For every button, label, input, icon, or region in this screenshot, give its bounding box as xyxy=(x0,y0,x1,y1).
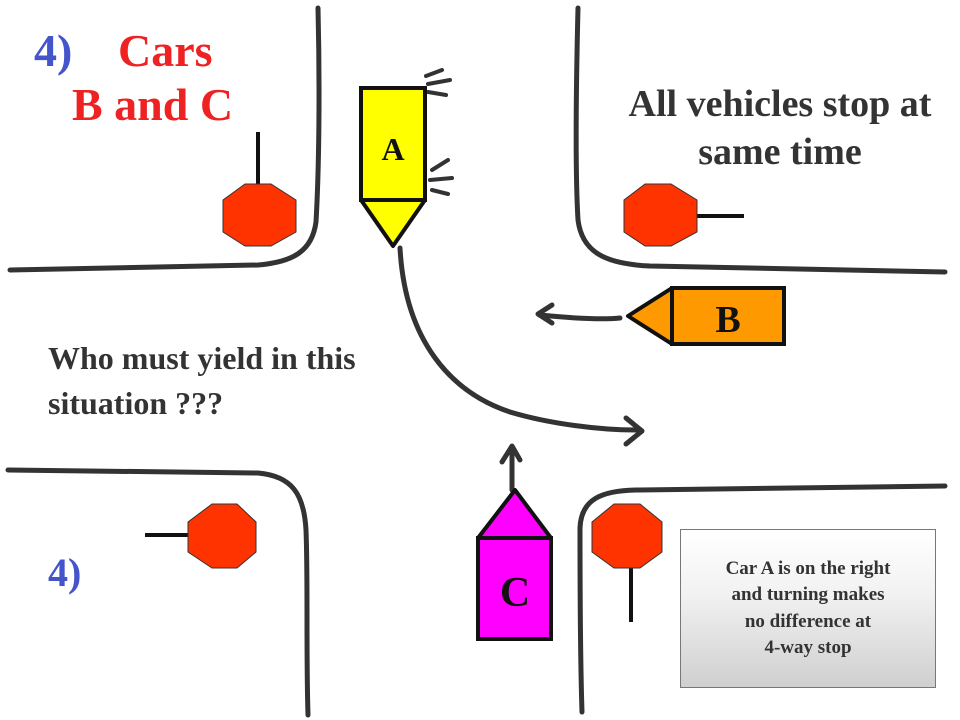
situation-text: All vehicles stop at same time xyxy=(628,83,932,174)
curb-bottom-left xyxy=(5,467,311,718)
answer-cars-label: Cars xyxy=(118,25,213,76)
answer-cars-b-and-c: B and C xyxy=(72,79,234,130)
car-b-arrowhead xyxy=(535,302,555,326)
stop-sign-top-left xyxy=(222,132,297,247)
answer-number: 4) xyxy=(34,25,73,76)
motion-marks xyxy=(424,68,454,196)
car-c-arrowhead xyxy=(499,443,523,465)
explanation-text: Car A is on the right and turning makes … xyxy=(725,558,891,658)
car-b-label: B xyxy=(715,299,740,341)
stop-sign-bottom-left xyxy=(145,503,257,569)
car-a: A xyxy=(359,86,427,248)
question-text: Who must yield in this situation ??? xyxy=(48,340,356,421)
car-b-path xyxy=(537,312,623,322)
question-number: 4) xyxy=(48,550,82,595)
explanation-box: Car A is on the right and turning makes … xyxy=(680,529,936,688)
curb-bottom-right xyxy=(577,483,948,715)
stop-sign-bottom-right xyxy=(591,503,663,622)
stop-sign-top-right xyxy=(623,183,744,247)
car-a-turn-path xyxy=(397,245,639,433)
curb-top-right xyxy=(573,5,948,275)
car-a-arrowhead xyxy=(623,415,645,447)
car-c: C xyxy=(476,488,553,641)
car-c-label: C xyxy=(500,570,530,616)
car-b: B xyxy=(626,286,786,346)
car-a-label: A xyxy=(381,131,404,167)
curb-top-left xyxy=(7,5,322,273)
